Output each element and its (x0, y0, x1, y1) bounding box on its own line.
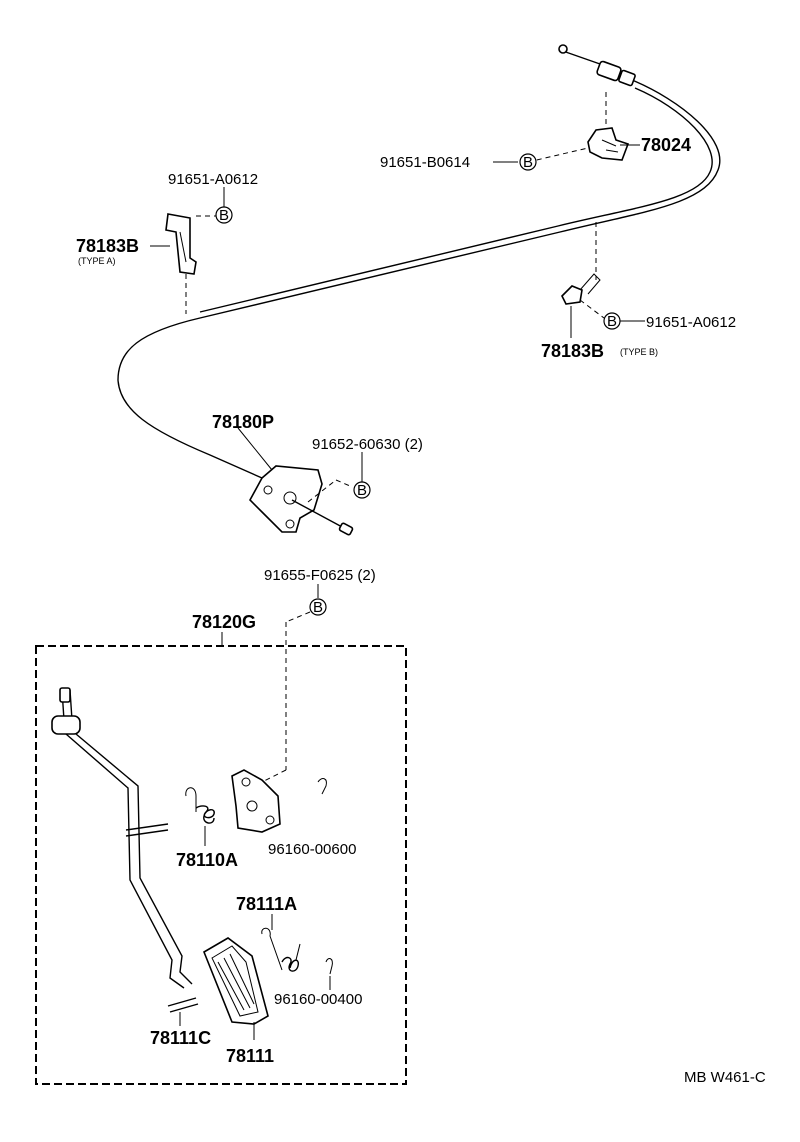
svg-text:B: B (523, 154, 533, 171)
pedal-arm (51, 687, 193, 989)
cable-bracket-78180p (249, 465, 354, 536)
part-label-78180p: 78180P (212, 412, 274, 432)
type-a-note: (TYPE A) (78, 256, 116, 266)
part-label-78111: 78111 (226, 1046, 274, 1066)
clip-78183b-type-b (561, 222, 605, 319)
svg-text:B: B (607, 313, 617, 330)
svg-text:B: B (219, 207, 229, 224)
part-label-91651-a0612: 91651-A0612 (168, 171, 258, 188)
clamp-78024 (587, 92, 630, 161)
part-label-96160-00600: 96160-00600 (268, 841, 356, 858)
part-label-78111c: 78111C (150, 1028, 211, 1048)
bolt-symbol: B (215, 206, 233, 224)
part-label-96160-00400: 96160-00400 (274, 991, 362, 1008)
svg-text:B: B (357, 482, 367, 499)
part-label-91655-f0625: 91655-F0625 (2) (264, 567, 376, 584)
pedal-bracket (231, 769, 281, 833)
clip-96160-00400 (325, 958, 333, 975)
pin-78111c (167, 997, 199, 1013)
assembly-boundary-78120g (35, 645, 407, 1085)
part-label-78183b-type-a: 78183B (76, 236, 139, 256)
part-label-78024: 78024 (641, 135, 691, 155)
clip-78183b-type-a (165, 213, 197, 314)
clip-96160-00600 (317, 778, 327, 795)
part-label-78183b-type-b: 78183B (541, 341, 604, 361)
accelerator-cable (117, 44, 721, 479)
pedal-pad-78111 (203, 937, 269, 1025)
return-spring-78110a (185, 787, 215, 846)
part-label-78111a: 78111A (236, 894, 297, 914)
part-label-91651-b0614: 91651-B0614 (380, 154, 470, 171)
bolt-symbol: B (353, 481, 371, 499)
bolt-symbol: B (603, 312, 621, 330)
part-label-78110a: 78110A (176, 850, 238, 870)
part-label-91652-60630: 91652-60630 (2) (312, 436, 423, 453)
part-label-78120g: 78120G (192, 612, 256, 632)
part-label-91651-a0612: 91651-A0612 (646, 314, 736, 331)
spring-78111a (261, 927, 301, 972)
bolt-symbol: B (309, 598, 327, 616)
bolt-symbol: B (519, 153, 537, 171)
svg-text:B: B (313, 599, 323, 616)
reference-code: MB W461-C (684, 1069, 766, 1086)
type-b-note: (TYPE B) (620, 347, 658, 357)
